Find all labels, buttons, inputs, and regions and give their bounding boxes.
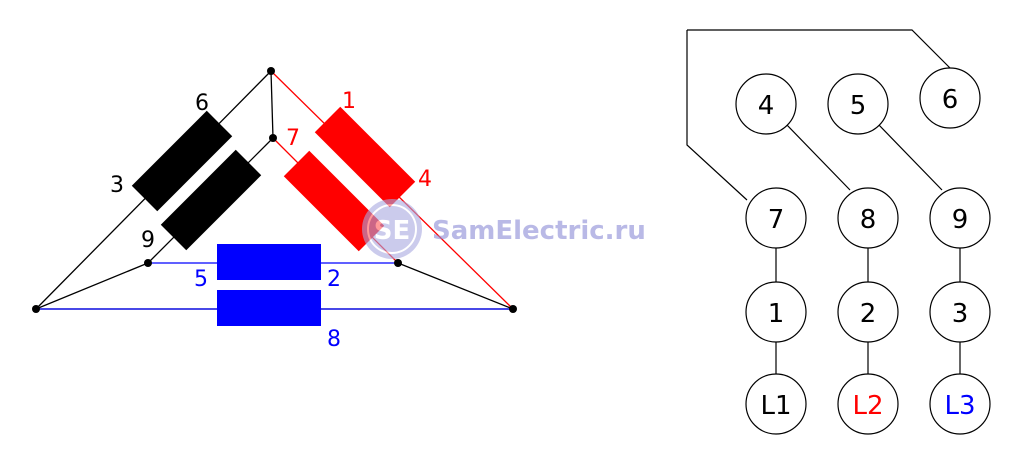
watermark-logo-icon bbox=[362, 199, 422, 259]
terminal-label-6: 6 bbox=[942, 85, 959, 115]
terminal-label-9: 9 bbox=[952, 205, 969, 235]
label-blue-8: 8 bbox=[327, 327, 341, 352]
terminal-label-7: 7 bbox=[768, 205, 785, 235]
node-inner-left bbox=[144, 259, 152, 267]
node-right bbox=[509, 305, 517, 313]
wire-black-apex bbox=[270, 70, 274, 139]
label-black-6: 6 bbox=[195, 91, 209, 116]
terminal-label-L3: L3 bbox=[944, 391, 975, 421]
node-apex bbox=[267, 67, 275, 75]
terminal-circle-2 bbox=[837, 281, 899, 343]
coil-black-6-3 bbox=[131, 110, 233, 212]
terminal-circle-L3 bbox=[929, 373, 991, 435]
terminal-circle-4 bbox=[735, 73, 797, 135]
terminal-circle-7 bbox=[745, 187, 807, 249]
jumper-5-9 bbox=[877, 123, 943, 191]
terminal-label-3: 3 bbox=[952, 299, 969, 329]
coil-blue-8 bbox=[217, 290, 321, 326]
terminal-label-4: 4 bbox=[758, 91, 775, 121]
watermark: SE SamElectric.ru bbox=[362, 199, 646, 259]
terminal-circle-1 bbox=[745, 281, 807, 343]
node-left bbox=[32, 305, 40, 313]
jumper-6-7 bbox=[687, 29, 953, 71]
node-inner-apex bbox=[269, 134, 277, 142]
terminal-circle-L1 bbox=[745, 373, 807, 435]
watermark-site-text: SamElectric.ru bbox=[432, 216, 646, 246]
terminal-circle-3 bbox=[929, 281, 991, 343]
terminal-board: 4 5 6 7 8 9 1 2 3 L1 L2 L3 bbox=[686, 29, 991, 435]
terminal-circle-6 bbox=[919, 67, 981, 129]
label-red-1: 1 bbox=[342, 89, 356, 114]
coil-red-1-4 bbox=[314, 106, 416, 208]
jumper-4-8 bbox=[785, 123, 851, 191]
terminal-label-L1: L1 bbox=[760, 391, 791, 421]
delta-connection-diagram: 6 3 9 1 7 4 5 2 8 bbox=[32, 67, 517, 352]
terminal-label-L2: L2 bbox=[852, 391, 883, 421]
wire-black-right-inner bbox=[397, 262, 514, 310]
watermark-logo-text: SE bbox=[374, 216, 411, 246]
terminal-circle-5 bbox=[827, 73, 889, 135]
coil-red-7 bbox=[283, 150, 385, 252]
label-blue-2: 2 bbox=[327, 267, 341, 292]
terminal-circle-9 bbox=[929, 187, 991, 249]
label-blue-5: 5 bbox=[194, 267, 208, 292]
wire-black-to-inner-left bbox=[35, 262, 149, 310]
terminal-circle-L2 bbox=[837, 373, 899, 435]
terminal-label-5: 5 bbox=[850, 91, 867, 121]
terminal-label-2: 2 bbox=[860, 299, 877, 329]
coil-black-9 bbox=[160, 149, 262, 251]
label-black-9: 9 bbox=[141, 228, 155, 253]
terminal-circle-8 bbox=[837, 187, 899, 249]
label-red-7: 7 bbox=[286, 126, 300, 151]
node-inner-right bbox=[394, 259, 402, 267]
terminal-label-1: 1 bbox=[768, 299, 785, 329]
label-black-3: 3 bbox=[110, 173, 124, 198]
coil-blue-5-2 bbox=[217, 244, 321, 280]
label-red-4: 4 bbox=[418, 167, 432, 192]
terminal-label-8: 8 bbox=[860, 205, 877, 235]
